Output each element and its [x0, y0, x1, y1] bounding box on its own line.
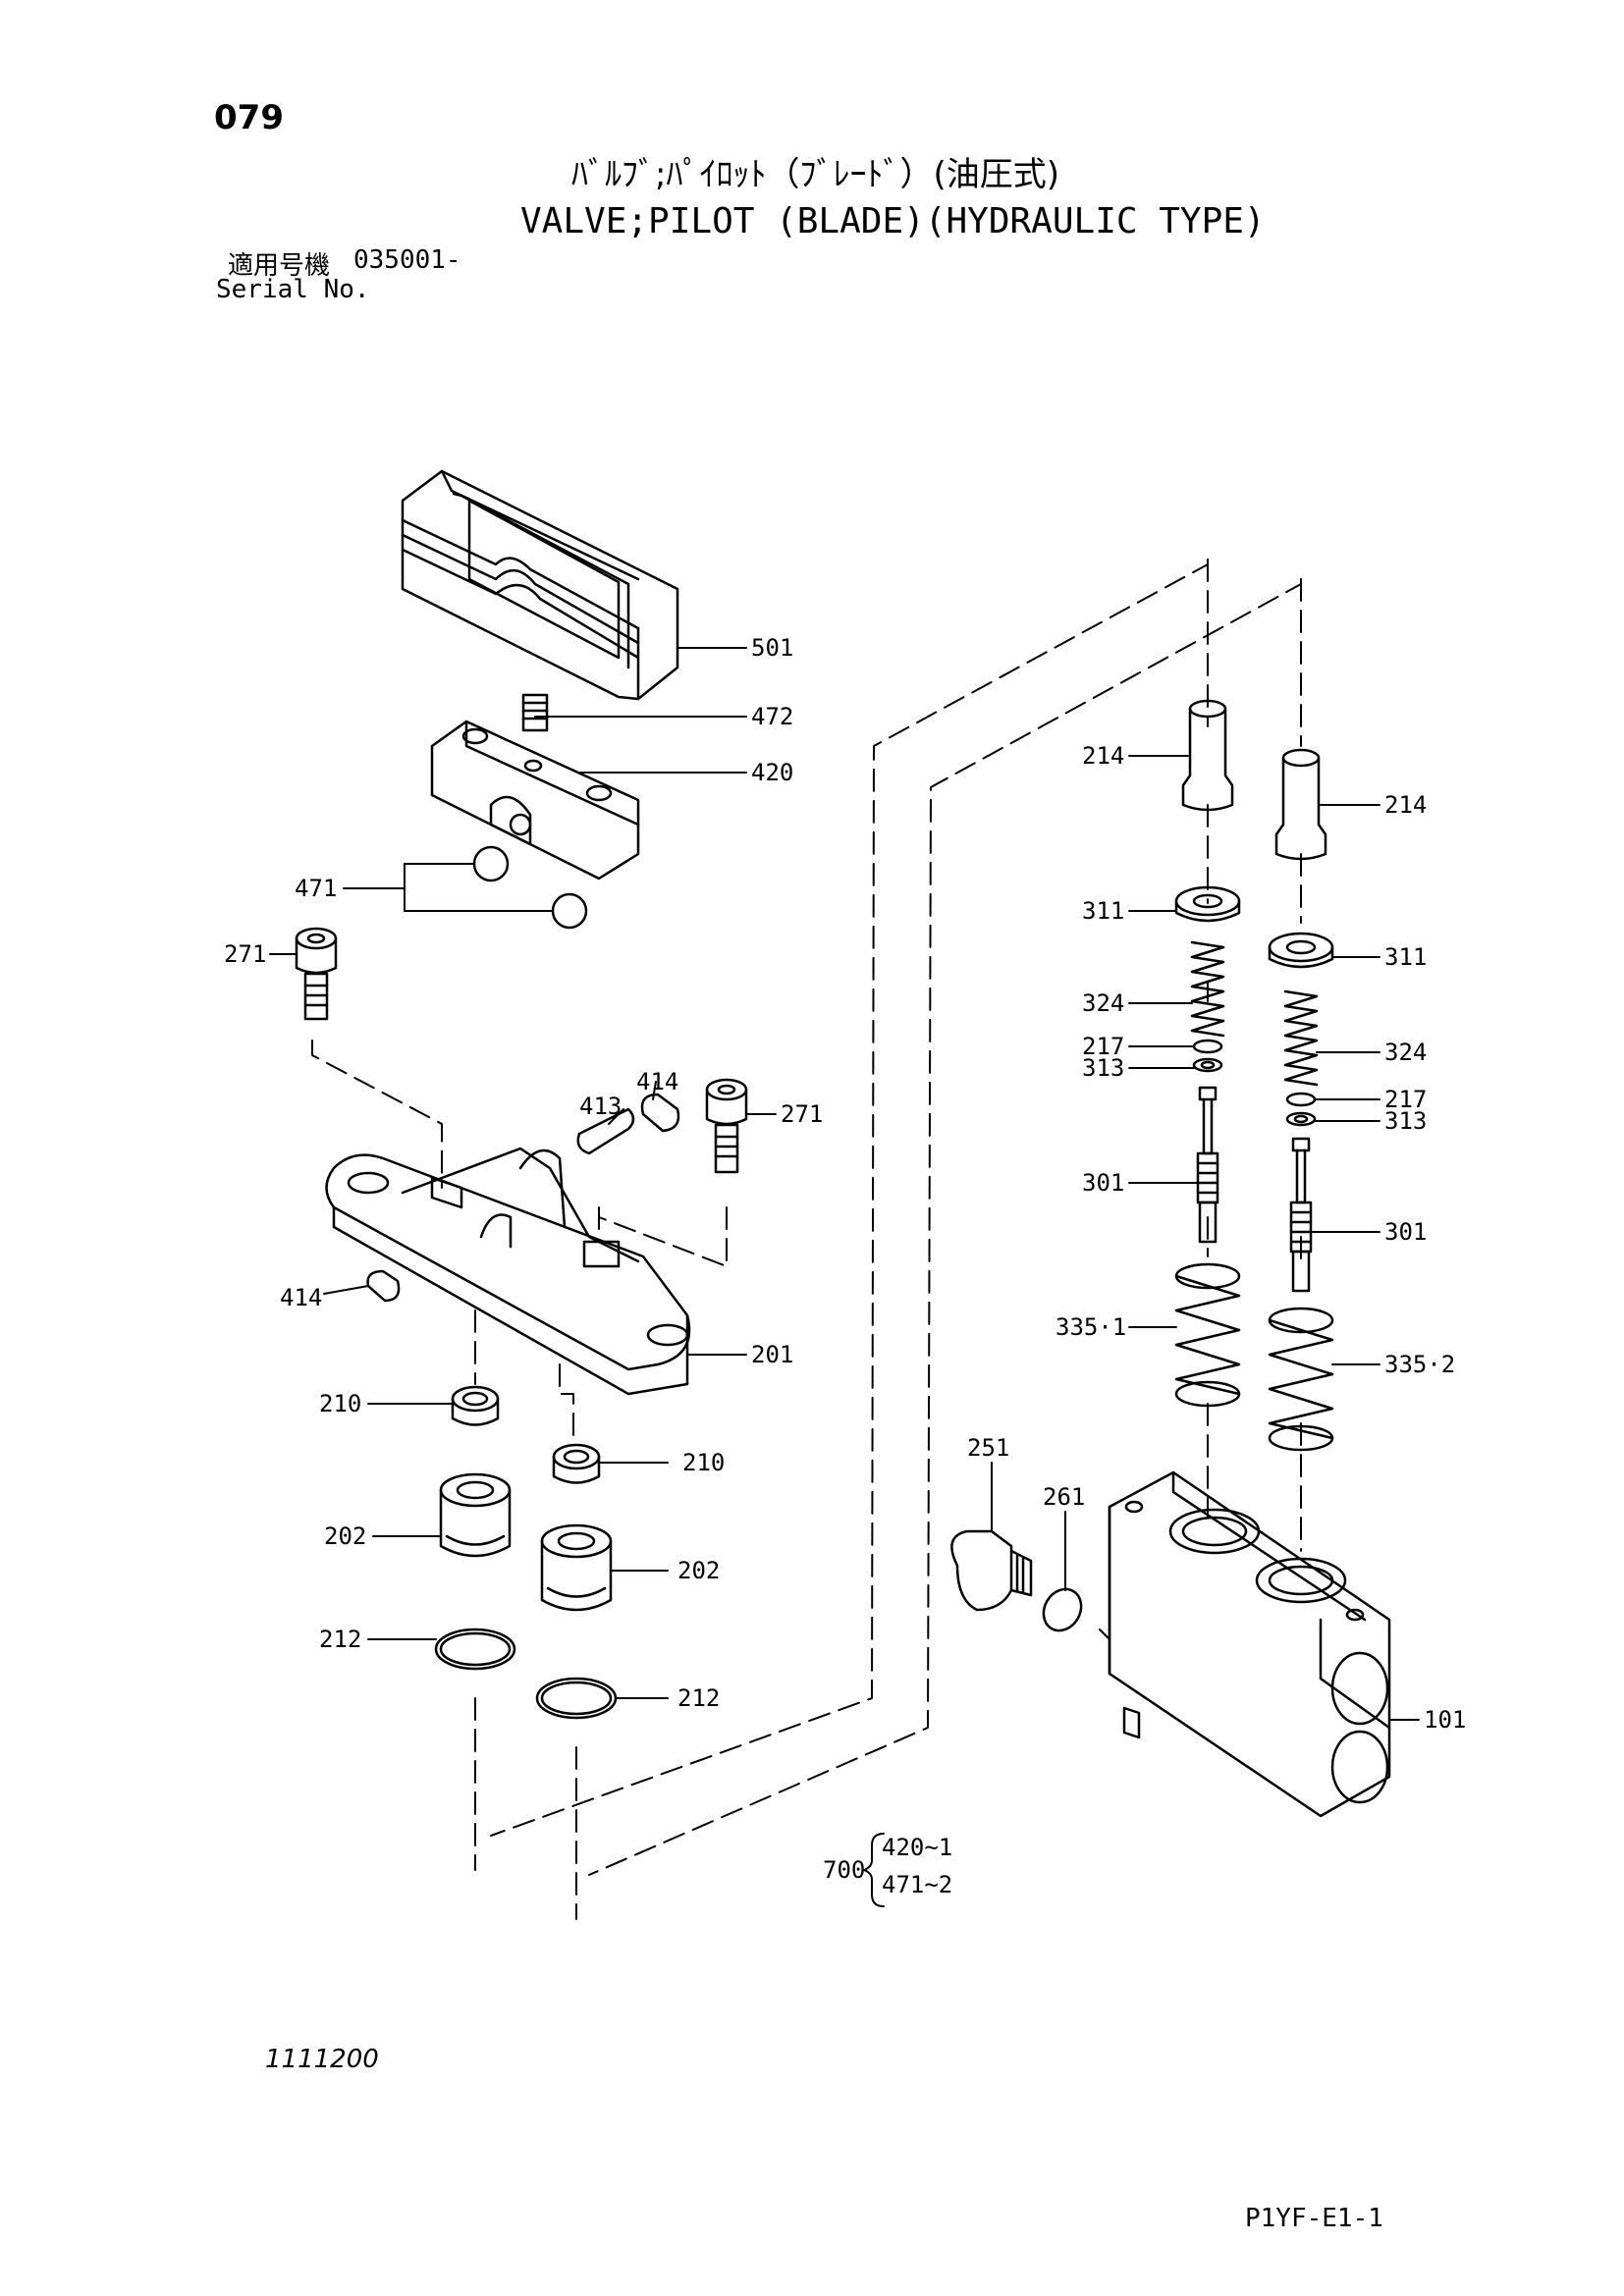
part-313-washer-right [1285, 1111, 1317, 1127]
part-324-spring-left [1190, 940, 1225, 1038]
label-101: 101 [1424, 1706, 1466, 1734]
title-japanese: ﾊﾞﾙﾌﾞ;ﾊﾟｲﾛｯﾄ（ﾌﾞﾚｰﾄﾞ）(油圧式) [571, 155, 1059, 194]
label-414-lower: 414 [280, 1284, 322, 1311]
part-311-seat-right [1268, 932, 1334, 969]
label-202-right: 202 [677, 1557, 720, 1584]
label-212-left: 212 [319, 1626, 361, 1653]
label-271-left: 271 [224, 940, 266, 968]
part-472-set-screw [521, 693, 549, 732]
assembly-guide-lines [311, 559, 1302, 1920]
label-311-right: 311 [1384, 943, 1427, 971]
label-251: 251 [967, 1434, 1009, 1462]
part-212-o-ring-left [434, 1628, 516, 1671]
part-335-1-spring [1174, 1262, 1241, 1408]
label-210-right: 210 [682, 1449, 725, 1476]
label-212-right: 212 [677, 1684, 720, 1712]
label-313-left: 313 [1082, 1054, 1124, 1082]
label-414-upper: 414 [636, 1068, 678, 1095]
part-301-spool-right [1289, 1137, 1313, 1293]
label-471-2: 471~2 [882, 1871, 952, 1898]
part-324-spring-right [1283, 989, 1319, 1087]
label-214-left: 214 [1082, 742, 1124, 770]
part-501-boot [401, 469, 679, 701]
label-472: 472 [751, 703, 793, 730]
label-313-right: 313 [1384, 1107, 1427, 1135]
part-212-o-ring-right [535, 1677, 618, 1720]
part-313-washer-left [1192, 1057, 1223, 1073]
part-261-o-ring [1042, 1587, 1083, 1632]
serial-label-japanese: 適用号機 [228, 251, 331, 281]
label-420: 420 [751, 759, 793, 786]
label-471: 471 [295, 875, 337, 902]
part-labels: 501 472 420 471 271 271 414 413 414 201 … [224, 634, 1466, 1898]
label-202-left: 202 [324, 1522, 366, 1550]
label-335-1: 335·1 [1056, 1313, 1126, 1341]
label-217-left: 217 [1082, 1033, 1124, 1060]
part-214-pusher-right [1274, 748, 1327, 861]
drawing-number: 1111200 [265, 2045, 379, 2074]
label-700: 700 [823, 1856, 865, 1884]
label-301-left: 301 [1082, 1169, 1124, 1197]
label-271-right: 271 [781, 1100, 823, 1128]
part-210-seal-right [552, 1443, 601, 1484]
part-214-pusher-left [1181, 699, 1234, 812]
label-214-right: 214 [1384, 791, 1427, 819]
part-201-plate [325, 1147, 691, 1396]
part-311-seat-left [1174, 885, 1241, 923]
label-335-2: 335·2 [1384, 1351, 1455, 1378]
serial-value: 035001- [353, 245, 461, 275]
label-324-right: 324 [1384, 1039, 1427, 1066]
part-217-washer-left [1192, 1039, 1223, 1054]
part-251-plug [950, 1529, 1033, 1612]
part-471-balls [472, 845, 588, 930]
serial-label-english: Serial No. [216, 275, 370, 304]
label-301-right: 301 [1384, 1218, 1427, 1246]
label-311-left: 311 [1082, 897, 1124, 925]
part-202-plug-right [540, 1523, 613, 1612]
part-271-bolt-left [295, 927, 338, 1021]
part-420-cam-plate [430, 720, 640, 881]
part-335-2-spring [1268, 1307, 1334, 1452]
part-414-bush-lower [366, 1269, 401, 1303]
kit-700-bracket [863, 1833, 885, 1907]
label-324-left: 324 [1082, 989, 1124, 1017]
part-101-body [1108, 1470, 1391, 1818]
label-501: 501 [751, 634, 793, 662]
part-217-washer-right [1285, 1092, 1317, 1107]
part-202-plug-left [439, 1472, 512, 1558]
part-414-bush-upper [640, 1093, 680, 1133]
label-210-left: 210 [319, 1390, 361, 1417]
label-420-1: 420~1 [882, 1834, 952, 1861]
part-271-bolt-right [705, 1078, 748, 1174]
label-217-right: 217 [1384, 1086, 1427, 1113]
page-code: P1YF-E1-1 [1245, 2204, 1383, 2233]
leader-lines [269, 647, 1420, 1721]
title-english: VALVE;PILOT (BLADE)(HYDRAULIC TYPE) [520, 201, 1266, 241]
page-number: 079 [214, 98, 284, 137]
label-261: 261 [1043, 1483, 1085, 1511]
part-210-seal-left [451, 1385, 500, 1426]
part-413-pin [576, 1107, 635, 1155]
label-201: 201 [751, 1341, 793, 1368]
part-301-spool-left [1196, 1086, 1219, 1244]
label-413: 413 [579, 1093, 622, 1120]
